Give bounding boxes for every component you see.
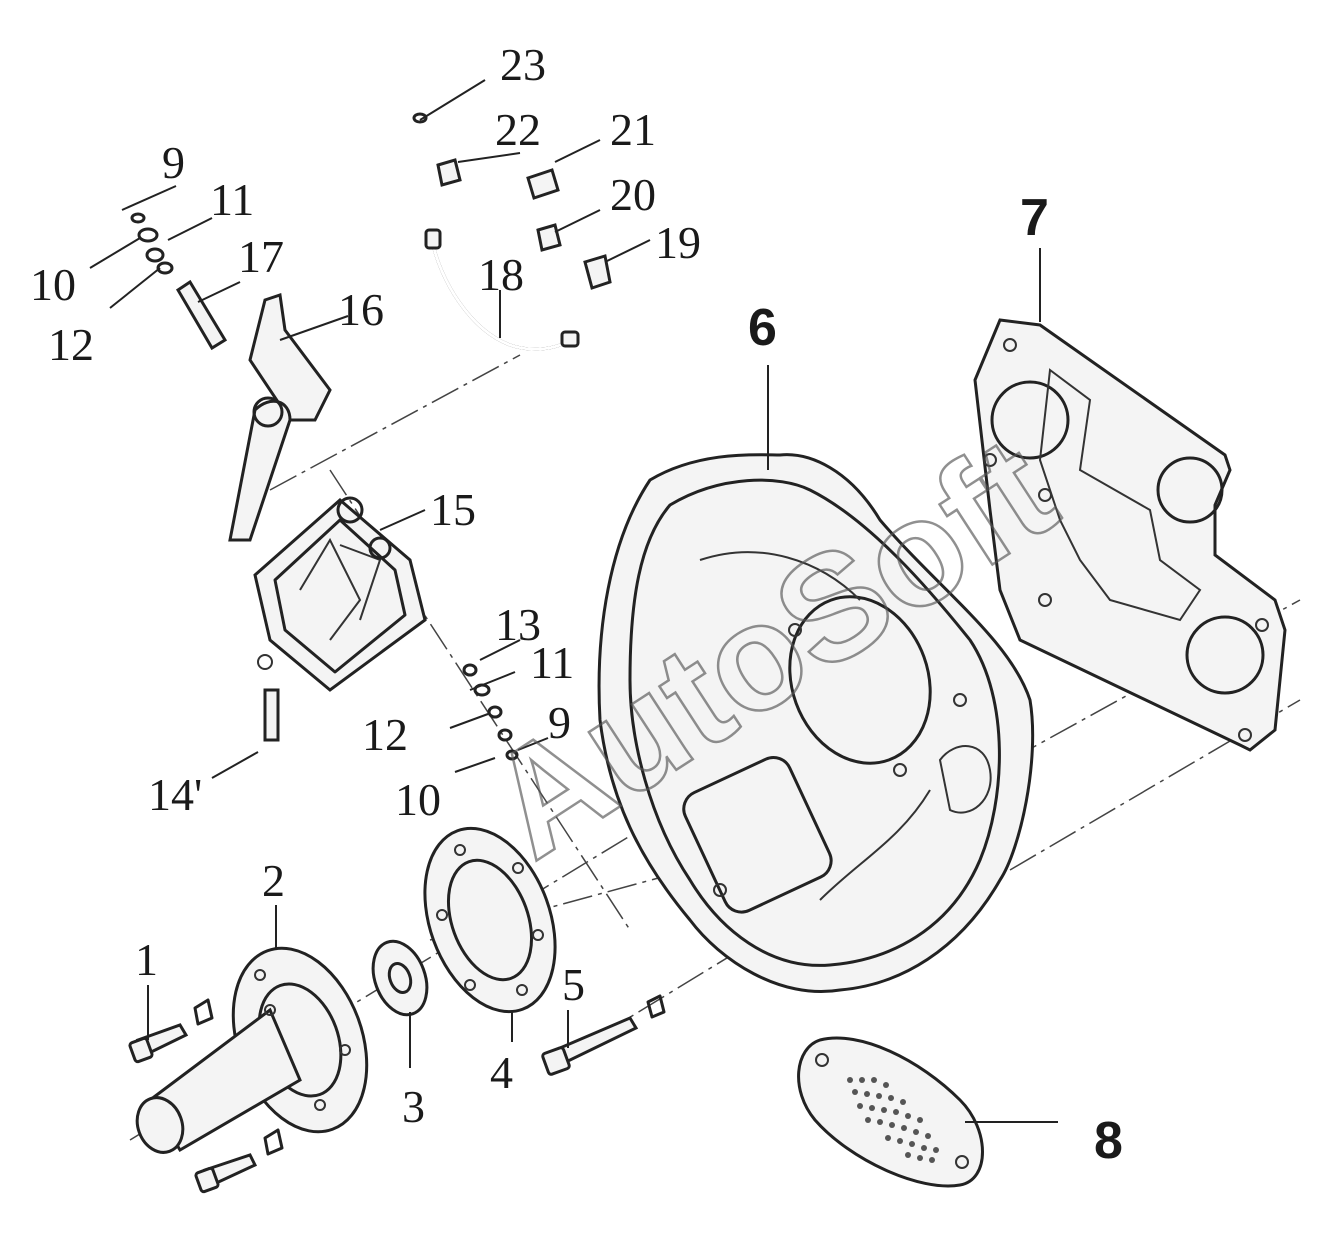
seal-washer <box>371 939 429 1017</box>
pivot-pin <box>175 279 228 351</box>
part-label-13: 13 <box>495 599 541 650</box>
part-label-7: 7 <box>1020 189 1049 247</box>
flywheel-housing <box>597 453 1035 993</box>
small-washers-top <box>130 212 174 275</box>
part-label-11b: 11 <box>530 637 574 688</box>
hose-fittings <box>412 112 612 290</box>
inspection-cover-plate <box>797 1036 984 1188</box>
part-label-9a: 9 <box>162 137 185 188</box>
part-labels: 1 2 3 4 5 6 7 8 9 9 10 10 11 11 12 12 13… <box>30 39 1123 1170</box>
part-label-2: 2 <box>262 855 285 906</box>
part-label-16: 16 <box>338 284 384 335</box>
part-label-17: 17 <box>238 231 284 282</box>
cover-perforations <box>847 1077 939 1163</box>
part-label-23: 23 <box>500 39 546 90</box>
part-label-4: 4 <box>490 1047 513 1098</box>
housing-bolts <box>128 998 284 1194</box>
part-label-12b: 12 <box>362 709 408 760</box>
part-label-12a: 12 <box>48 319 94 370</box>
leader-lines <box>89 79 1058 1123</box>
part-label-18: 18 <box>478 249 524 300</box>
part-label-5: 5 <box>562 959 585 1010</box>
part-label-10a: 10 <box>30 259 76 310</box>
lubrication-hose <box>424 228 580 351</box>
part-label-19: 19 <box>655 217 701 268</box>
part-label-21: 21 <box>610 104 656 155</box>
part-label-20: 20 <box>610 169 656 220</box>
part-label-14: 14' <box>148 769 202 820</box>
long-bolt <box>541 994 666 1076</box>
part-label-1: 1 <box>135 934 158 985</box>
part-label-8: 8 <box>1094 1112 1123 1170</box>
part-label-22: 22 <box>495 104 541 155</box>
flange-gasket <box>423 826 557 1014</box>
part-label-9b: 9 <box>548 697 571 748</box>
part-label-15: 15 <box>430 484 476 535</box>
part-label-3: 3 <box>402 1081 425 1132</box>
housing-gasket <box>973 318 1287 752</box>
bearing-housing <box>135 946 369 1154</box>
part-label-6: 6 <box>748 299 777 357</box>
release-bracket <box>253 496 427 742</box>
part-label-10b: 10 <box>395 774 441 825</box>
release-fork <box>228 293 332 542</box>
part-label-11a: 11 <box>210 174 254 225</box>
